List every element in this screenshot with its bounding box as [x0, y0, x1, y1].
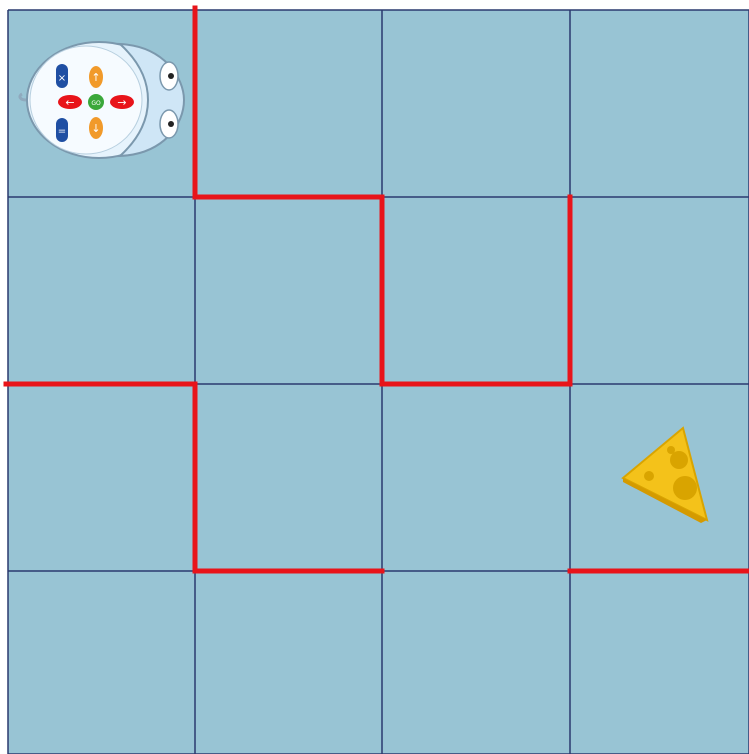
grid-cell [570, 10, 749, 197]
grid-cell [570, 571, 749, 754]
grid-cell [195, 197, 382, 384]
grid-cell [8, 571, 195, 754]
grid-cell [570, 197, 749, 384]
forward-button[interactable]: ↑ [89, 66, 103, 88]
left-button[interactable]: ← [58, 95, 82, 109]
go-button-symbol: GO [91, 100, 101, 107]
clear-button[interactable]: × [56, 64, 68, 88]
backward-button[interactable]: ↓ [89, 117, 103, 139]
grid-cell [382, 197, 570, 384]
right-button-symbol: → [117, 96, 126, 109]
clear-button-symbol: × [58, 73, 66, 84]
go-button[interactable]: GO [88, 94, 104, 110]
robot-eye-right [168, 121, 174, 127]
grid-cell [8, 384, 195, 571]
pause-button[interactable]: = [56, 118, 68, 142]
forward-button-symbol: ↑ [91, 71, 100, 84]
grid-cell [382, 10, 570, 197]
cheese-hole [673, 476, 697, 500]
pause-button-symbol: = [58, 126, 66, 137]
cheese-hole [644, 471, 654, 481]
right-button[interactable]: → [110, 95, 134, 109]
grid-cell [382, 571, 570, 754]
grid-cell [8, 197, 195, 384]
grid-cell [195, 384, 382, 571]
left-button-symbol: ← [65, 96, 74, 109]
grid-cell [195, 10, 382, 197]
grid-cell [195, 571, 382, 754]
backward-button-symbol: ↓ [91, 122, 100, 135]
robot-eye-left [168, 73, 174, 79]
cheese-hole [667, 446, 675, 454]
grid-cell [382, 384, 570, 571]
cheese-hole [670, 451, 688, 469]
